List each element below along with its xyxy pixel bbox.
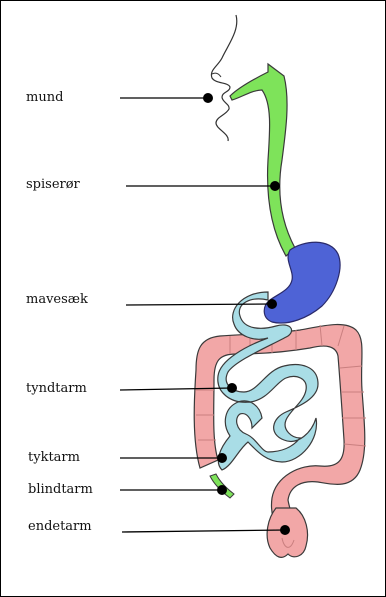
marker-dot-appendix — [217, 485, 227, 495]
label-stomach: mavesæk — [26, 292, 88, 307]
marker-dot-stomach — [267, 299, 277, 309]
marker-dot-small-intestine — [227, 383, 237, 393]
label-esophagus: spiserør — [26, 177, 80, 192]
label-mouth: mund — [26, 90, 63, 105]
marker-dot-rectum — [280, 525, 290, 535]
marker-dot-large-intestine — [217, 453, 227, 463]
leader-line-small-intestine — [120, 388, 232, 390]
nostril — [212, 73, 221, 77]
leader-line-rectum — [122, 530, 285, 532]
label-appendix: blindtarm — [28, 482, 93, 497]
face-profile — [211, 15, 236, 141]
stomach-shape — [264, 242, 340, 323]
label-rectum: endetarm — [28, 519, 92, 534]
marker-dot-mouth — [203, 93, 213, 103]
label-large-intestine: tyktarm — [28, 450, 80, 465]
leader-line-stomach — [126, 304, 272, 305]
esophagus-tube — [230, 64, 295, 256]
label-small-intestine: tyndtarm — [26, 381, 87, 396]
marker-dot-esophagus — [270, 181, 280, 191]
